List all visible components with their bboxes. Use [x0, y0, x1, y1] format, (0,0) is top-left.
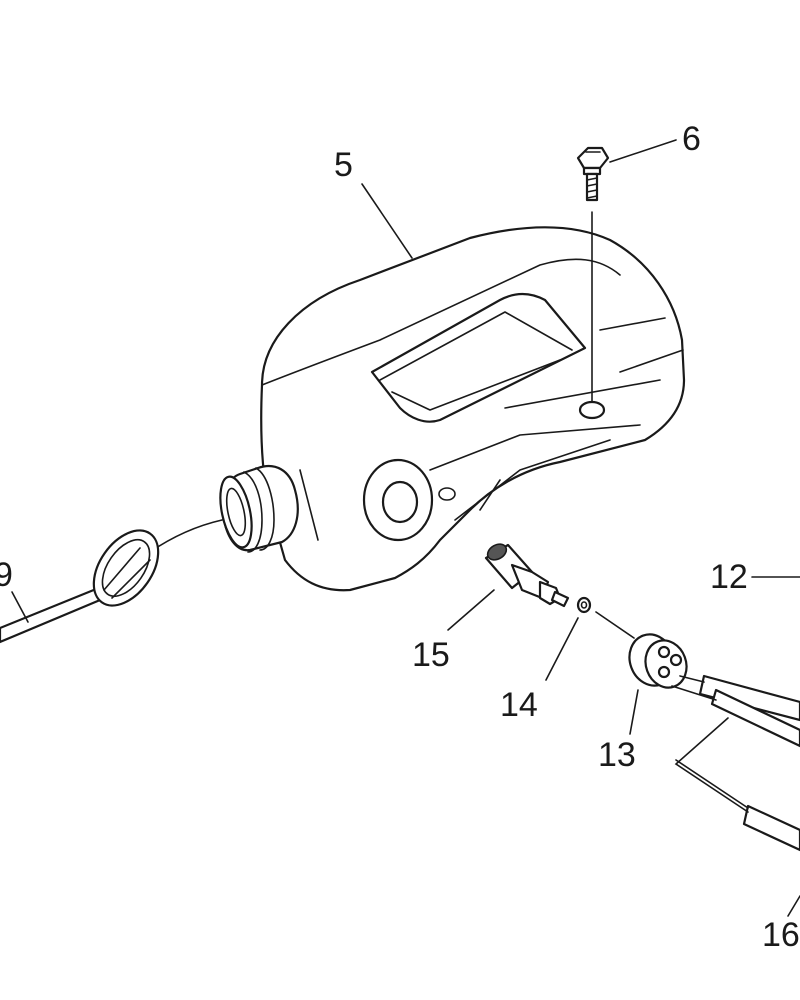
o-ring-part-14	[576, 596, 592, 614]
leader-13	[629, 689, 639, 735]
fuel-cap-part-9	[0, 519, 223, 644]
callout-14: 14	[500, 686, 538, 724]
fuel-tank-part-5	[219, 226, 686, 592]
callout-15: 15	[412, 636, 450, 674]
leader-15	[447, 589, 495, 631]
callout-9: 9	[0, 556, 13, 594]
fuel-hoses-part-12	[671, 674, 800, 748]
hose-bracket	[674, 717, 749, 813]
callout-16: 16	[762, 916, 800, 954]
bolt-part-6	[576, 146, 610, 202]
leader-5	[361, 183, 413, 259]
assembly-axis-line	[595, 611, 635, 639]
leader-16	[787, 895, 800, 917]
callout-6: 6	[682, 120, 701, 158]
leader-6	[609, 139, 677, 163]
callout-13: 13	[598, 736, 636, 774]
grommet-part-13	[628, 633, 688, 689]
callout-5: 5	[334, 146, 353, 184]
leader-14	[545, 617, 579, 681]
connector-part-15	[484, 543, 570, 608]
callout-12: 12	[710, 558, 748, 596]
fuel-hose-part-16	[675, 759, 800, 852]
leader-9	[11, 591, 29, 623]
